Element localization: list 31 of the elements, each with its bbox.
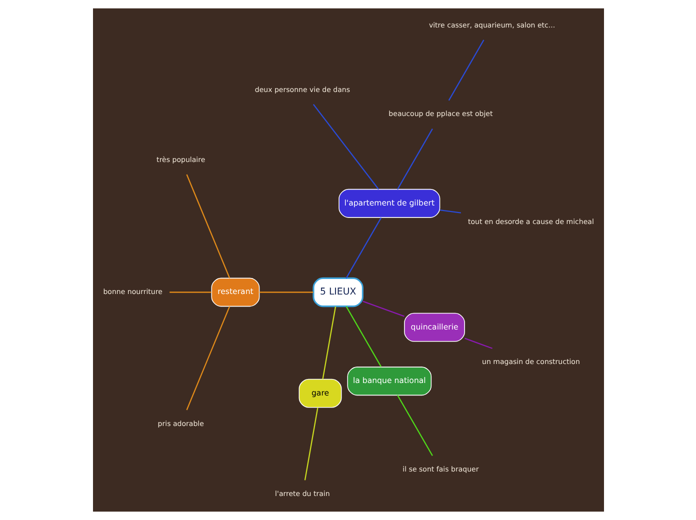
node-text: bonne nourriture [102, 286, 162, 296]
node-box: la banque national [346, 366, 432, 396]
connector [396, 128, 432, 190]
node-text: il se sont fais braquer [402, 464, 478, 474]
node-text: vitre casser, aquarieum, salon etc... [428, 20, 555, 30]
connector [186, 174, 230, 278]
node-box: resterant [210, 278, 260, 307]
node-text: l'arrete du train [274, 489, 330, 498]
connector [396, 394, 432, 456]
connector [448, 40, 484, 101]
node-box: 5 LIEUX [312, 277, 363, 308]
connector [439, 209, 461, 214]
node-text: un magasin de construction [482, 357, 580, 366]
connector [464, 338, 492, 349]
connector [345, 217, 382, 278]
connector [186, 306, 230, 410]
connector [258, 292, 313, 293]
connector [304, 407, 318, 480]
connector [322, 306, 336, 380]
node-text: tout en desorde a cause de micheal [468, 216, 594, 226]
node-box: quincaillerie [404, 312, 464, 342]
node-text: deux personne vie de dans [254, 84, 350, 94]
node-box: l'apartement de gilbert [338, 188, 440, 218]
connector [362, 300, 404, 317]
connector [169, 292, 211, 293]
node-text: très populaire [156, 155, 205, 164]
node-box: gare [298, 378, 342, 408]
node-text: pris adorable [157, 418, 204, 428]
connector [345, 306, 382, 368]
node-text: beaucoup de pplace est objet [388, 109, 492, 118]
connector [312, 104, 379, 190]
